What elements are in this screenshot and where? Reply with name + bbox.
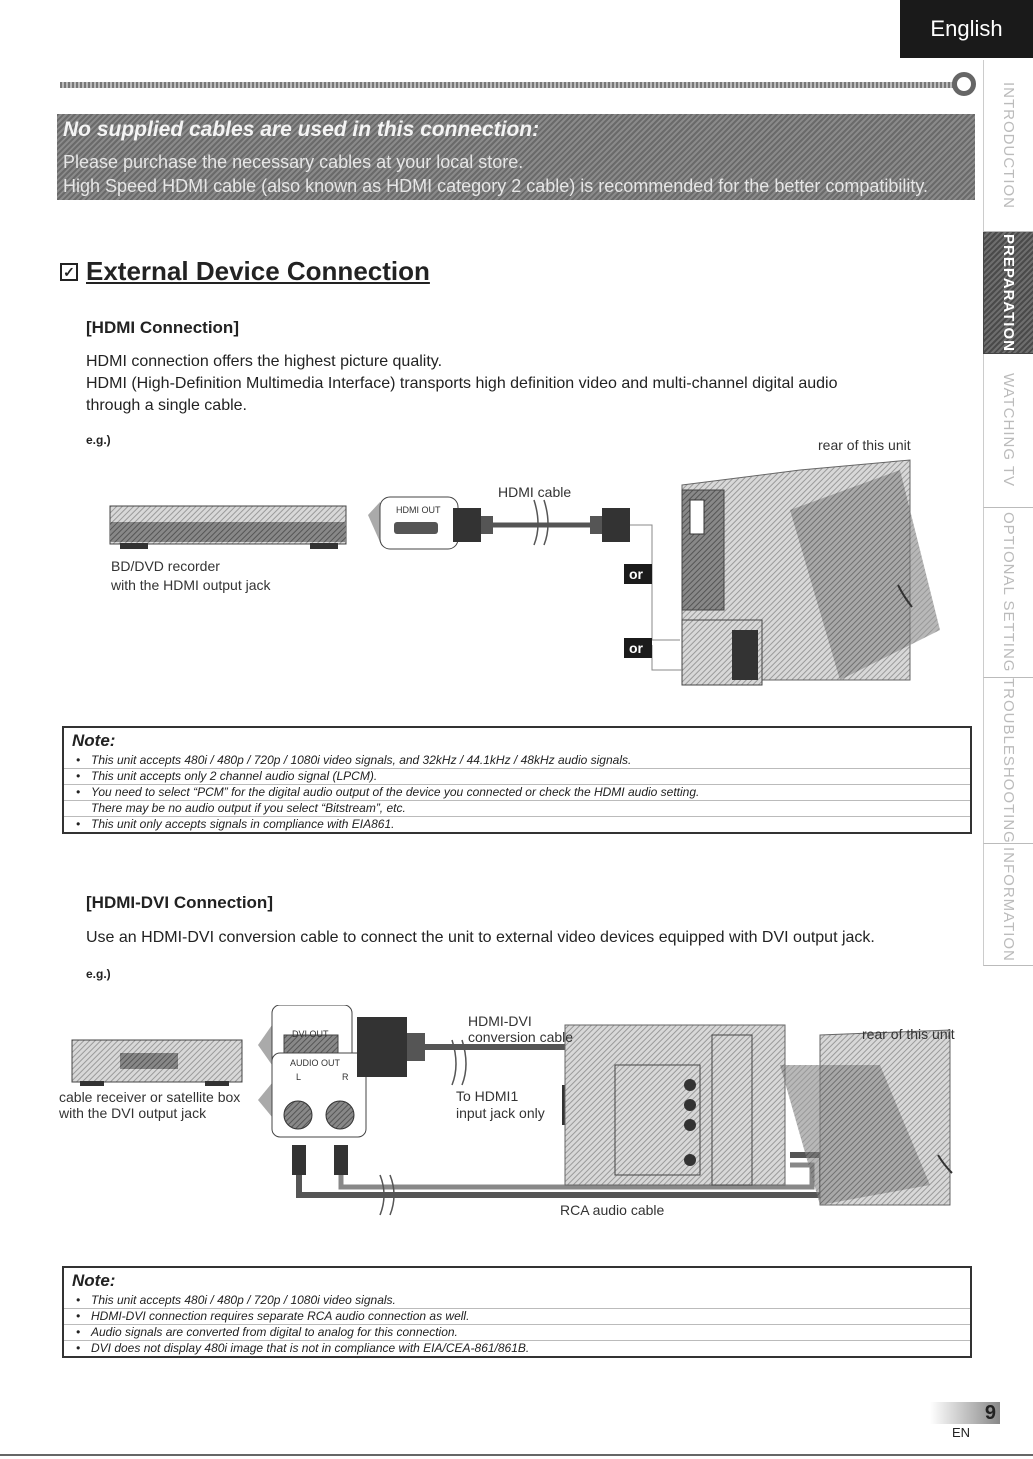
hdmi-rear-label: rear of this unit [818, 437, 911, 453]
note-line: •This unit only accepts signals in compl… [76, 817, 395, 831]
side-tab-label: TROUBLESHOOTING [1000, 677, 1017, 844]
header-rule-circle [952, 72, 976, 96]
side-tab-troubleshooting[interactable]: TROUBLESHOOTING [983, 678, 1033, 844]
audio-out-label: AUDIO OUT [290, 1058, 341, 1068]
language-tab: English [900, 0, 1033, 58]
hdmi-note-box: Note: •This unit accepts 480i / 480p / 7… [62, 726, 972, 834]
note-line: •This unit accepts 480i / 480p / 720p / … [64, 753, 970, 769]
note-line: •This unit accepts 480i / 480p / 720p / … [64, 1293, 970, 1309]
side-tab-label: PREPARATION [1000, 233, 1017, 352]
cable-receiver-icon [71, 1039, 243, 1086]
hdmi-desc-1: HDMI connection offers the highest pictu… [86, 353, 443, 370]
page-number: 9 [930, 1402, 1000, 1424]
audio-l-label: L [296, 1072, 302, 1082]
footer-rule [0, 1454, 1033, 1456]
hdmi-device-label-2: with the HDMI output jack [111, 577, 271, 593]
rca-cable-label: RCA audio cable [560, 1202, 665, 1218]
dvi-diagram [71, 1005, 953, 1216]
side-tab-introduction[interactable]: INTRODUCTION [983, 60, 1033, 232]
hdmi-cable-label: HDMI cable [498, 484, 572, 500]
note-line: •Audio signals are converted from digita… [64, 1325, 970, 1341]
hdmi-diagram [109, 459, 940, 686]
or-label-1: or [629, 566, 643, 582]
dvi-out-label: DVI OUT [292, 1029, 329, 1039]
dvi-rear-label: rear of this unit [862, 1026, 955, 1042]
or-badge-2 [624, 638, 652, 658]
dvi-cable-label-2: conversion cable [468, 1029, 574, 1045]
side-tab-optional-setting[interactable]: OPTIONAL SETTING [983, 508, 1033, 678]
dvi-cable-label-1: HDMI-DVI [468, 1013, 532, 1029]
hdmi-out-label: HDMI OUT [396, 505, 441, 515]
hdmi-desc-2: HDMI (High-Definition Multimedia Interfa… [86, 375, 838, 392]
note-line: There may be no audio output if you sele… [64, 801, 970, 817]
audio-r-label: R [342, 1072, 349, 1082]
bd-dvd-recorder-icon [109, 505, 347, 549]
or-label-2: or [629, 640, 643, 656]
section-title: External Device Connection [86, 256, 430, 286]
banner-line-2: High Speed HDMI cable (also known as HDM… [63, 176, 929, 196]
tv-rear-illustration-2 [564, 1024, 953, 1206]
note-line: •You need to select “PCM” for the digita… [64, 785, 970, 801]
cables-banner: No supplied cables are used in this conn… [57, 114, 975, 200]
tv-rear-illustration [681, 459, 940, 686]
dvi-eg: e.g.) [86, 967, 111, 981]
dvi-desc: Use an HDMI-DVI conversion cable to conn… [86, 929, 875, 946]
side-tab-label: INFORMATION [1000, 847, 1017, 962]
side-tab-label: OPTIONAL SETTING [1000, 512, 1017, 673]
page-lang: EN [952, 1425, 971, 1440]
banner-title: No supplied cables are used in this conn… [63, 118, 540, 141]
hdmi-cable-icon [453, 499, 630, 546]
section-heading: ✓ External Device Connection [60, 256, 430, 287]
note-line: •DVI does not display 480i image that is… [76, 1341, 530, 1355]
hdmi-out-port-callout [368, 496, 459, 550]
hdmi-eg: e.g.) [86, 433, 111, 447]
dvi-title: [HDMI-DVI Connection] [86, 893, 273, 912]
note-title: Note: [72, 1271, 116, 1290]
hdmi-device-label-1: BD/DVD recorder [111, 558, 220, 574]
hdmi-desc-3: through a single cable. [86, 397, 247, 414]
check-icon: ✓ [60, 262, 78, 281]
note-line: •HDMI-DVI connection requires separate R… [64, 1309, 970, 1325]
header-rule [60, 82, 960, 88]
to-hdmi1-label-2: input jack only [456, 1105, 545, 1121]
dvi-device-label-1: cable receiver or satellite box [59, 1089, 241, 1105]
side-tab-label: INTRODUCTION [1000, 82, 1017, 209]
side-tab-preparation[interactable]: PREPARATION [983, 232, 1033, 354]
or-badge-1 [624, 564, 652, 584]
note-line: •This unit accepts only 2 channel audio … [64, 769, 970, 785]
side-tab-watching-tv[interactable]: WATCHING TV [983, 354, 1033, 508]
side-tab-information[interactable]: INFORMATION [983, 844, 1033, 966]
dvi-device-label-2: with the DVI output jack [59, 1105, 207, 1121]
side-tab-label: WATCHING TV [1000, 373, 1017, 488]
to-hdmi1-label-1: To HDMI1 [456, 1088, 519, 1104]
hdmi-title: [HDMI Connection] [86, 318, 239, 337]
audio-out-port-callout [258, 1052, 367, 1138]
banner-line-1: Please purchase the necessary cables at … [63, 152, 524, 172]
note-title: Note: [72, 731, 116, 750]
dvi-note-box: Note: •This unit accepts 480i / 480p / 7… [62, 1266, 972, 1358]
